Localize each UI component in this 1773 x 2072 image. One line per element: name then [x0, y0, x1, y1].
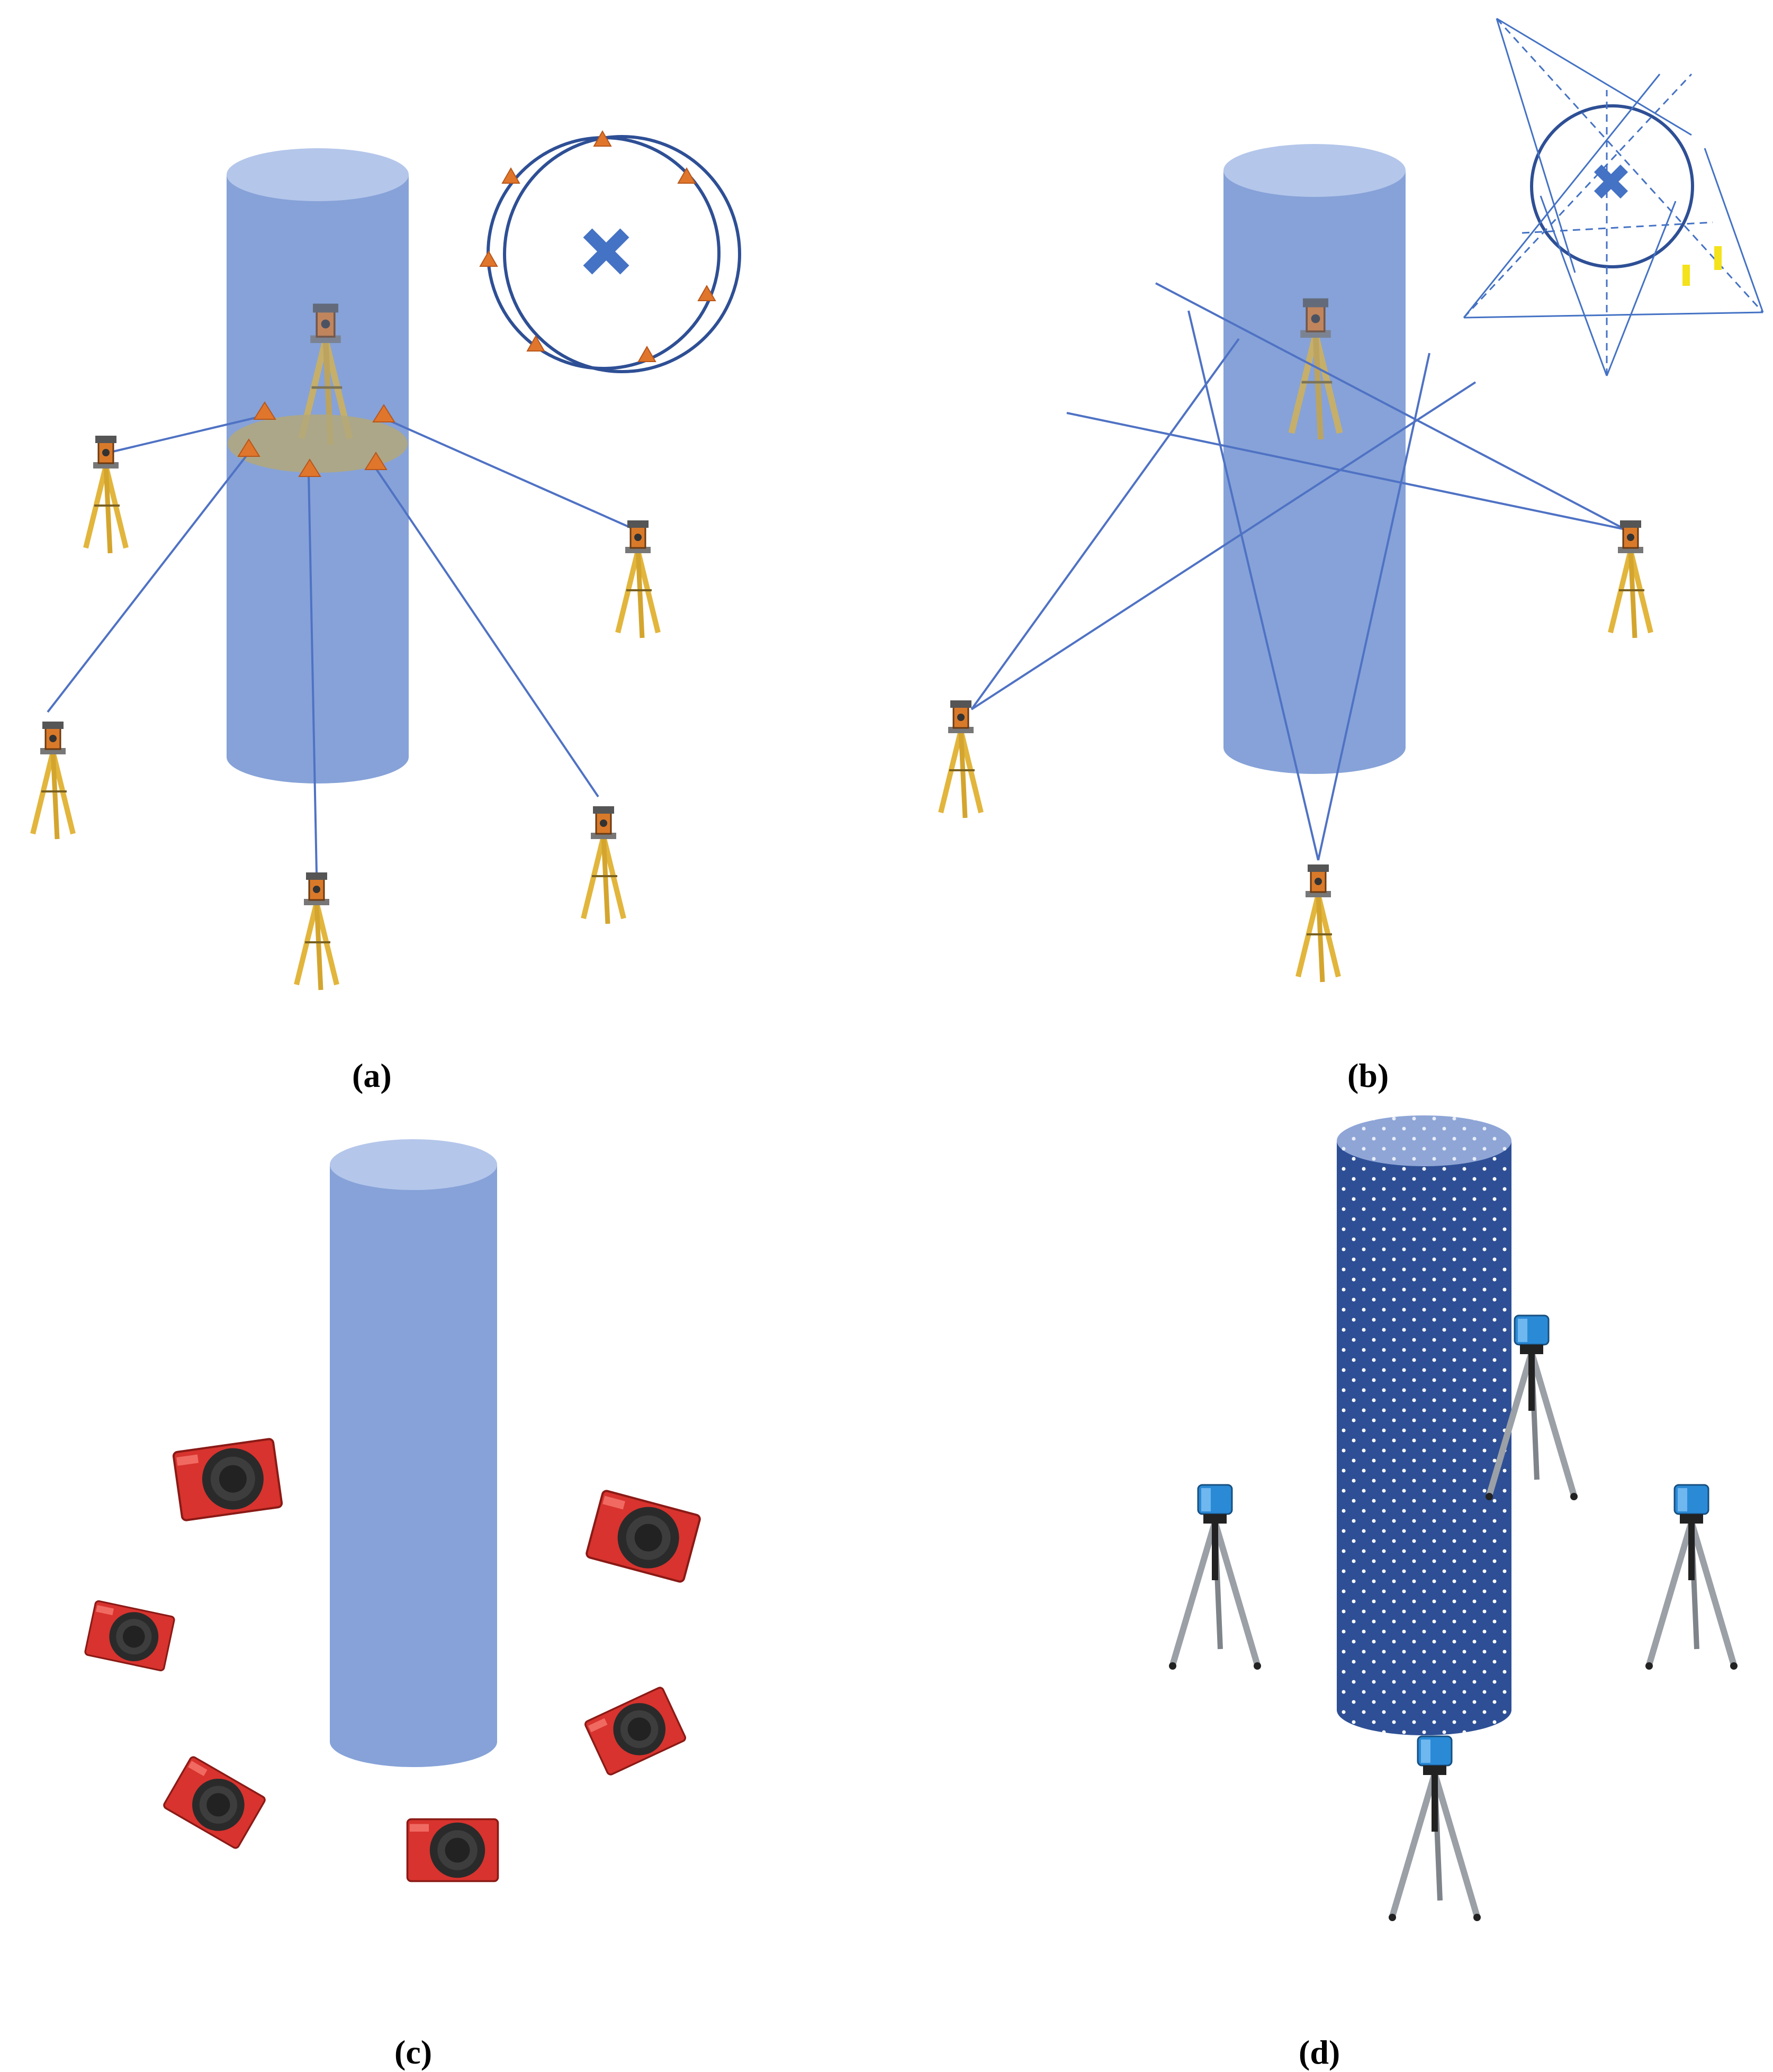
caption-c: (c)	[394, 2033, 433, 2071]
cylinder	[1223, 144, 1406, 774]
target-ring	[228, 415, 408, 473]
panel-a: (a)	[0, 0, 886, 1094]
caption-b: (b)	[1347, 1057, 1389, 1094]
center-cross-icon	[583, 228, 629, 275]
inset-circle-fit	[479, 130, 741, 373]
caption-a: (a)	[352, 1057, 392, 1094]
panel-c: (c)	[0, 1014, 886, 2071]
panel-d: (d)	[887, 1014, 1773, 2071]
center-cross-icon	[1594, 164, 1628, 199]
sight-lines	[47, 415, 641, 874]
cylinder	[330, 1139, 497, 1767]
dotted-cylinder	[1337, 1115, 1511, 1735]
inset-tangent-construction	[1463, 17, 1764, 376]
panel-b: (b)	[887, 0, 1773, 1094]
caption-d: (d)	[1299, 2033, 1340, 2071]
sight-lines	[970, 282, 1626, 861]
target-triangle-icon	[237, 401, 395, 477]
